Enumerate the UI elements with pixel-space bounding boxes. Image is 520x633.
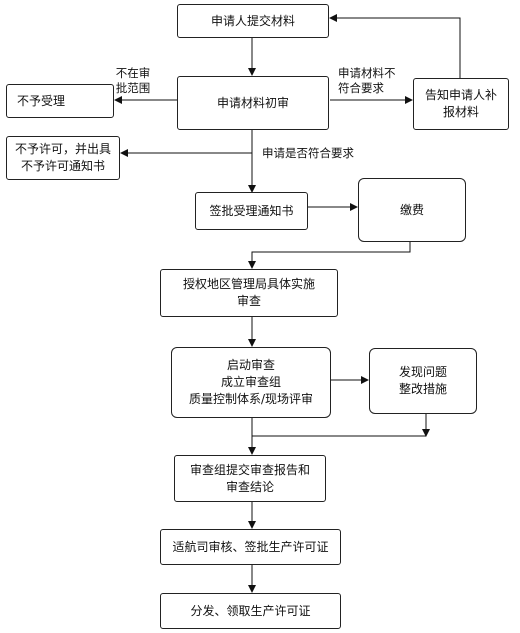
node-authorized-text-2: 审查 [236, 294, 261, 308]
node-notify-supplement: 告知申请人补 报材料 [413, 78, 509, 130]
node-approve: 适航司审核、签批生产许可证 [160, 529, 341, 565]
node-start-text-1: 启动审查 [226, 358, 275, 372]
label-incomplete: 申请材料不 符合要求 [338, 66, 412, 96]
node-submit-text: 申请人提交材料 [210, 13, 295, 28]
node-not-permit-text-1: 不予许可，并出具 [14, 142, 111, 156]
node-start-text-3: 质量控制体系/现场评审 [188, 392, 314, 406]
node-authorized-text-1: 授权地区管理局具体实施 [182, 277, 315, 291]
node-initial-review: 申请材料初审 [177, 76, 329, 130]
node-reject: 不予受理 [6, 84, 114, 118]
label-incomplete-2: 符合要求 [338, 81, 384, 95]
node-issue: 分发、领取生产许可证 [160, 593, 341, 629]
node-pay: 缴费 [358, 178, 466, 242]
node-issue-text: 分发、领取生产许可证 [190, 603, 311, 618]
node-initial-review-text: 申请材料初审 [216, 95, 289, 110]
node-report-text-2: 审查结论 [225, 479, 274, 494]
node-not-permit: 不予许可，并出具 不予许可通知书 [6, 136, 120, 180]
node-submit: 申请人提交材料 [177, 4, 329, 38]
label-out-of-scope: 不在审 批范围 [106, 66, 160, 96]
node-report: 审查组提交审查报告和 审查结论 [174, 455, 326, 502]
node-report-text-1: 审查组提交审查报告和 [189, 462, 310, 477]
node-find-issue-text-1: 发现问题 [398, 365, 447, 379]
node-reject-text: 不予受理 [17, 93, 66, 108]
node-sign-notice: 签批受理通知书 [195, 192, 308, 230]
arrow-notify-to-submit [329, 14, 461, 78]
node-sign-notice-text: 签批受理通知书 [209, 203, 294, 218]
node-find-issue: 发现问题 整改措施 [369, 348, 477, 414]
label-meets-requirement: 申请是否符合要求 [262, 146, 392, 161]
node-start-review: 启动审查 成立审查组 质量控制体系/现场评审 [171, 347, 331, 418]
node-start-text-2: 成立审查组 [220, 375, 281, 389]
label-out-of-scope-1: 不在审 [115, 66, 151, 80]
node-pay-text: 缴费 [399, 202, 424, 217]
label-meets-requirement-text: 申请是否符合要求 [262, 146, 354, 160]
label-incomplete-1: 申请材料不 [338, 66, 396, 80]
node-approve-text: 适航司审核、签批生产许可证 [172, 539, 329, 554]
node-notify-text-1: 告知申请人补 [424, 88, 497, 102]
node-authorized-review: 授权地区管理局具体实施 审查 [160, 269, 338, 317]
node-notify-text-2: 报材料 [442, 105, 479, 119]
arrow-pay-to-authorized [248, 242, 411, 269]
label-out-of-scope-2: 批范围 [115, 81, 151, 95]
node-not-permit-text-2: 不予许可通知书 [20, 159, 105, 173]
node-find-issue-text-2: 整改措施 [398, 382, 447, 396]
